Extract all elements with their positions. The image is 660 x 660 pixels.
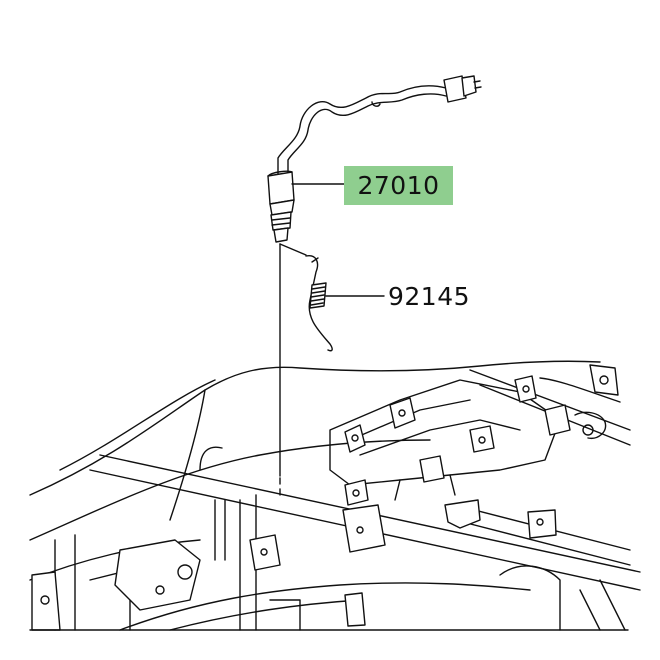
part-number-92145-text: 92145 bbox=[388, 282, 471, 311]
oxygen-sensor-27010 bbox=[267, 75, 482, 243]
spring-92145 bbox=[305, 255, 385, 352]
part-number-27010[interactable]: 27010 bbox=[344, 166, 453, 205]
sensor-leader-line bbox=[279, 243, 307, 497]
part-number-27010-text: 27010 bbox=[357, 171, 440, 200]
part-number-92145[interactable]: 92145 bbox=[388, 284, 470, 309]
part-highlight-27010 bbox=[344, 166, 453, 205]
frame-assembly bbox=[29, 360, 641, 631]
